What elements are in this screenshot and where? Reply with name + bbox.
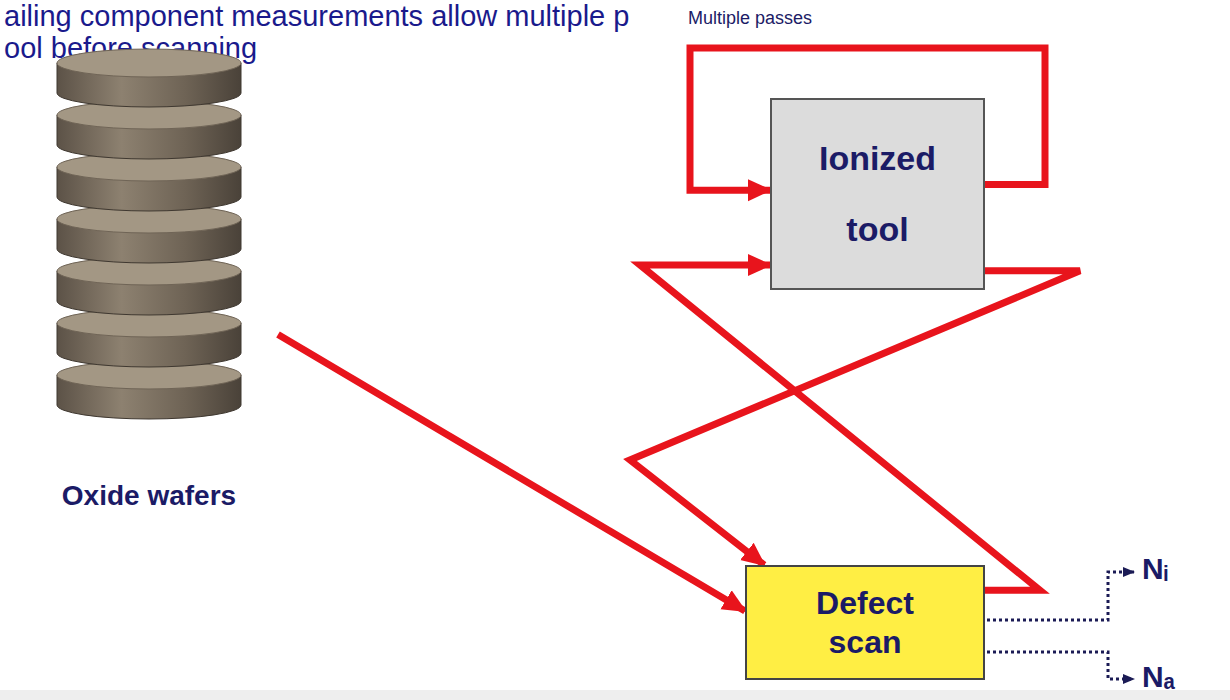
leader-line bbox=[987, 652, 1134, 679]
flow-arrow bbox=[278, 335, 745, 611]
box-label: Ionized tool bbox=[819, 123, 936, 266]
wafer-stack: Oxide wafers bbox=[20, 45, 278, 512]
wafer-top bbox=[57, 49, 241, 77]
leader-line bbox=[987, 572, 1134, 620]
process-box: Defect scan bbox=[745, 565, 985, 680]
flow-arrow bbox=[630, 271, 1080, 565]
loop-label: Multiple passes bbox=[688, 8, 812, 29]
output-label: Nₐ bbox=[1142, 660, 1175, 695]
footer-band bbox=[0, 690, 1230, 700]
node-label: Oxide wafers bbox=[20, 480, 278, 512]
box-label: Defect scan bbox=[816, 584, 914, 661]
process-box: Ionized tool bbox=[770, 98, 985, 290]
output-label: Nᵢ bbox=[1142, 552, 1168, 587]
wafer-illustration bbox=[54, 45, 244, 430]
